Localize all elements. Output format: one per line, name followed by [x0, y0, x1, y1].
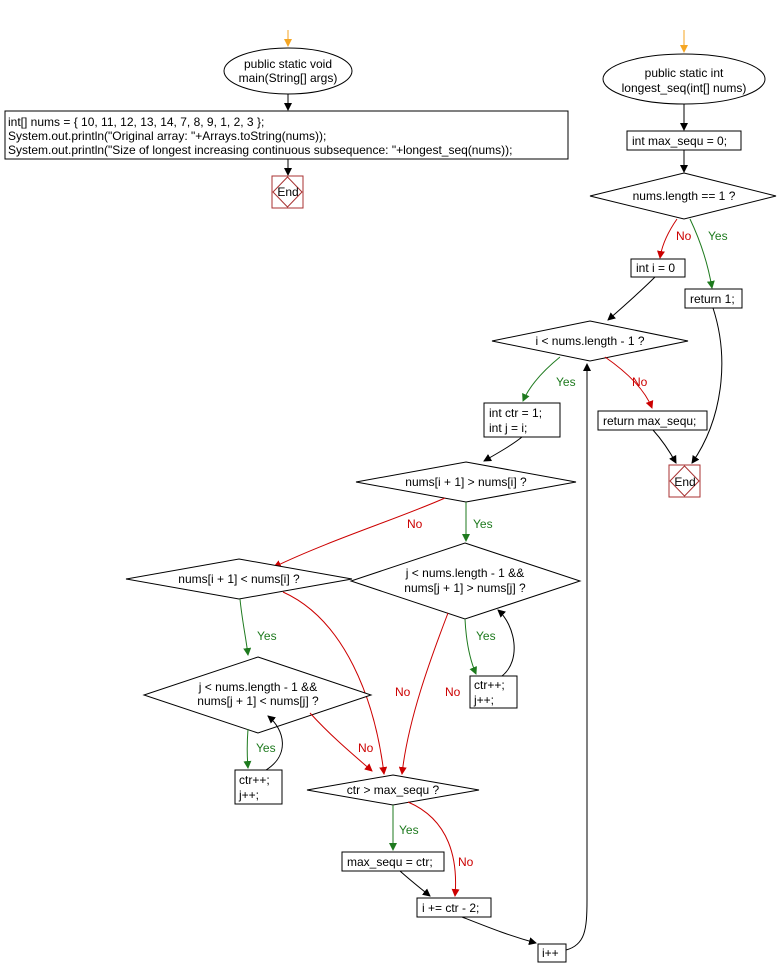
cond-inc-while-no-label: No — [445, 685, 461, 699]
cond-less-yes-label: Yes — [257, 629, 277, 643]
cond-greater-no-label: No — [407, 517, 423, 531]
cond-dec-while-no-label: No — [358, 741, 374, 755]
cond-inc-while-node: j < nums.length - 1 && nums[j + 1] > num… — [349, 542, 582, 620]
cond-dec-while-line2: nums[j + 1] < nums[j] ? — [197, 694, 319, 708]
cond-loop-yes-label: Yes — [556, 375, 576, 389]
main-body-line2: System.out.println("Original array: "+Ar… — [8, 129, 326, 143]
ls-signature-node: public static int longest_seq(int[] nums… — [602, 53, 766, 105]
cond-inc-while-line1: j < nums.length - 1 && — [405, 566, 524, 580]
ls-end-label: End — [674, 475, 695, 489]
return-max-text: return max_sequ; — [603, 414, 696, 428]
init-ctr-line2: int j = i; — [489, 421, 527, 435]
cond-less-no-label: No — [395, 685, 411, 699]
dec-body-line1: ctr++; — [239, 773, 270, 787]
inc-body-line2: j++; — [473, 693, 494, 707]
incr-i-text: i++ — [542, 946, 559, 960]
advance-i-node: i += ctr - 2; — [416, 897, 492, 918]
cond-inc-while-line2: nums[j + 1] > nums[j] ? — [404, 581, 526, 595]
return-one-text: return 1; — [690, 292, 735, 306]
cond-greater-yes-label: Yes — [473, 517, 493, 531]
init-i-node: int i = 0 — [630, 258, 686, 278]
main-body-line1: int[] nums = { 10, 11, 12, 13, 14, 7, 8,… — [8, 115, 264, 129]
cond-greater-node: nums[i + 1] > nums[i] ? — [355, 461, 577, 503]
main-signature-line1: public static void — [244, 57, 332, 71]
cond-dec-while-line1: j < nums.length - 1 && — [198, 680, 317, 694]
cond-less-node: nums[i + 1] < nums[i] ? — [125, 558, 353, 600]
main-end-label: End — [277, 185, 298, 199]
assign-max-text: max_sequ = ctr; — [347, 855, 433, 869]
init-max-node: int max_sequ = 0; — [626, 130, 742, 151]
init-ctr-node: int ctr = 1; int j = i; — [483, 402, 561, 438]
cond-dec-while-yes-label: Yes — [256, 741, 276, 755]
main-end-node: End — [271, 175, 304, 209]
cond-dec-while-node: j < nums.length - 1 && nums[j + 1] < num… — [142, 656, 373, 734]
cond-length-text: nums.length == 1 ? — [633, 189, 736, 203]
dec-body-line2: j++; — [238, 788, 259, 802]
main-body-line3: System.out.println("Size of longest incr… — [8, 143, 512, 157]
dec-body-node: ctr++; j++; — [234, 769, 283, 805]
return-max-node: return max_sequ; — [597, 410, 708, 431]
cond-inc-while-yes-label: Yes — [476, 629, 496, 643]
cond-ctr-no-label: No — [458, 855, 474, 869]
main-signature-node: public static void main(String[] args) — [223, 47, 353, 95]
return-one-node: return 1; — [684, 288, 743, 309]
ls-signature-line2: longest_seq(int[] nums) — [622, 81, 747, 95]
init-ctr-line1: int ctr = 1; — [489, 406, 542, 420]
cond-loop-node: i < nums.length - 1 ? — [491, 320, 689, 362]
inc-body-node: ctr++; j++; — [469, 675, 518, 709]
cond-loop-text: i < nums.length - 1 ? — [535, 334, 644, 348]
cond-ctr-text: ctr > max_sequ ? — [347, 783, 440, 797]
cond-ctr-node: ctr > max_sequ ? — [306, 774, 480, 806]
init-i-text: int i = 0 — [636, 261, 675, 275]
inc-body-line1: ctr++; — [474, 678, 505, 692]
cond-length-yes-label: Yes — [708, 229, 728, 243]
main-body-node: int[] nums = { 10, 11, 12, 13, 14, 7, 8,… — [4, 110, 569, 160]
cond-less-text: nums[i + 1] < nums[i] ? — [178, 572, 300, 586]
cond-ctr-yes-label: Yes — [399, 823, 419, 837]
assign-max-node: max_sequ = ctr; — [341, 851, 445, 872]
ls-end-node: End — [668, 464, 701, 498]
cond-greater-text: nums[i + 1] > nums[i] ? — [405, 475, 527, 489]
cond-length-node: nums.length == 1 ? — [589, 172, 777, 220]
cond-loop-no-label: No — [632, 375, 648, 389]
main-signature-line2: main(String[] args) — [239, 71, 338, 85]
init-max-text: int max_sequ = 0; — [632, 134, 727, 148]
incr-i-node: i++ — [537, 943, 567, 963]
advance-i-text: i += ctr - 2; — [422, 901, 479, 915]
ls-signature-line1: public static int — [645, 66, 724, 80]
cond-length-no-label: No — [676, 229, 692, 243]
